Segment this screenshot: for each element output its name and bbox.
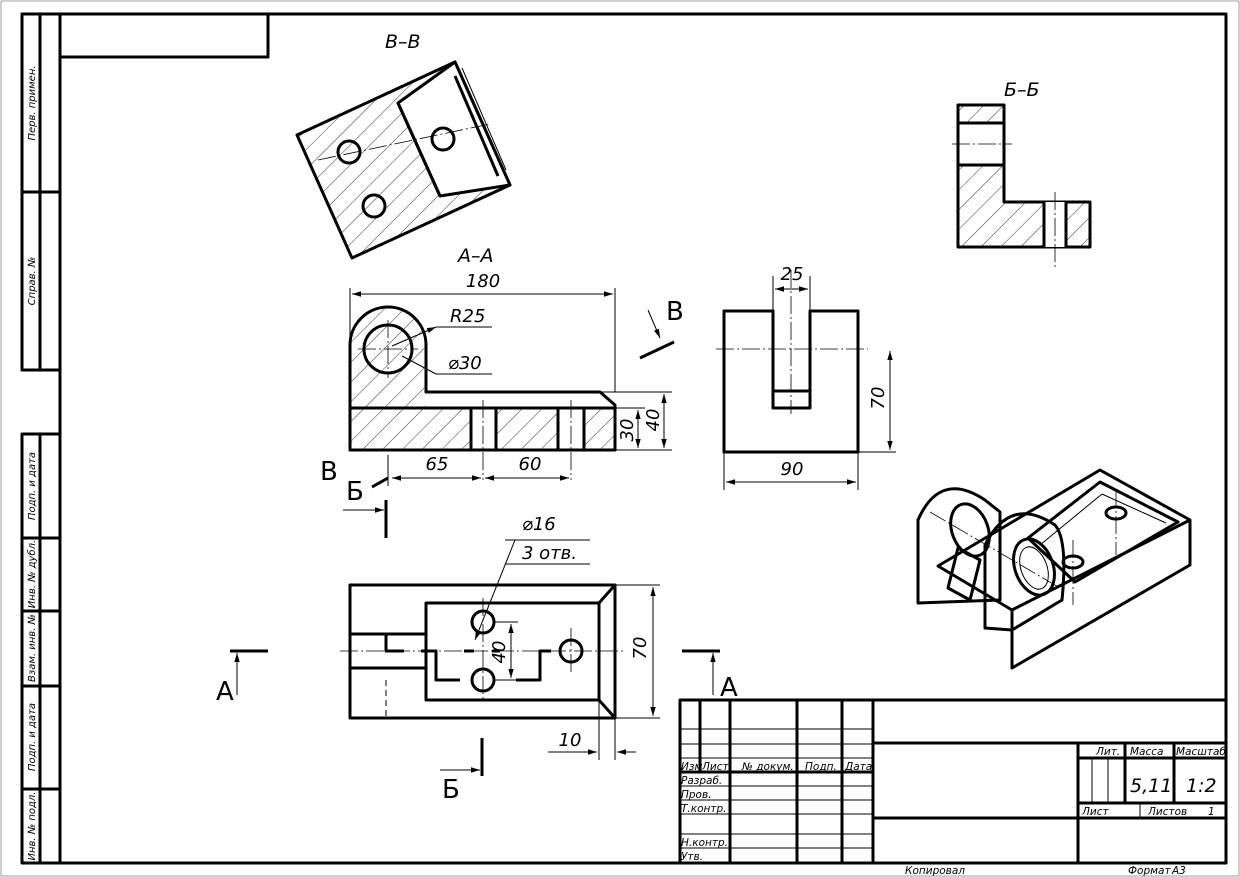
cut-label-b: Б bbox=[442, 775, 460, 805]
tb-header: Дата bbox=[844, 761, 872, 773]
dim-10: 10 bbox=[559, 730, 582, 751]
sheet-footer: Копировал Формат А3 bbox=[905, 865, 1186, 877]
side-stamp-text: Справ. № bbox=[27, 257, 38, 306]
side-view-u: 25 70 90 bbox=[716, 264, 896, 490]
section-aa-view: А–А 180 R25 ⌀30 30 bbox=[348, 245, 672, 486]
tb-sheets-value: 1 bbox=[1208, 806, 1215, 818]
dim-40: 40 bbox=[643, 409, 664, 432]
isometric-view bbox=[916, 468, 1192, 670]
cut-label-v: В bbox=[666, 297, 684, 327]
tb-role: Т.контр. bbox=[681, 803, 727, 815]
section-bb-view: Б–Б bbox=[952, 79, 1092, 268]
footer-format-value: А3 bbox=[1171, 865, 1186, 877]
side-stamp-text: Перв. примен. bbox=[27, 65, 38, 140]
section-aa-label: А–А bbox=[456, 245, 494, 267]
tb-header: Лист bbox=[701, 761, 729, 773]
cut-label-v: В bbox=[320, 457, 338, 487]
title-block: Изм Лист № докум. Подп. Дата Разраб. Про… bbox=[678, 698, 1228, 865]
dim-90: 90 bbox=[781, 459, 804, 480]
cut-label-a: А bbox=[216, 677, 234, 707]
side-stamp-text: Инв. № дубл. bbox=[26, 540, 38, 608]
cut-label-b: Б bbox=[346, 477, 364, 507]
tb-header: Подп. bbox=[805, 761, 837, 773]
footer-format-label: Формат bbox=[1128, 865, 1171, 877]
tb-sheets: Листов bbox=[1147, 806, 1187, 818]
holes-note: 3 отв. bbox=[522, 543, 577, 564]
section-vv-view: В–В bbox=[295, 31, 512, 260]
dim-d16: ⌀16 bbox=[522, 514, 556, 535]
cut-label-a: А bbox=[720, 673, 738, 703]
tb-role: Разраб. bbox=[681, 775, 722, 787]
dim-180: 180 bbox=[466, 271, 500, 292]
cutting-plane-marks: В В Б Б А А bbox=[216, 297, 738, 805]
footer-copied: Копировал bbox=[905, 865, 965, 877]
dim-65: 65 bbox=[426, 454, 449, 475]
side-stamp-text: Подп. и дата bbox=[27, 703, 38, 771]
tb-role: Утв. bbox=[681, 851, 703, 863]
section-vv-label: В–В bbox=[385, 31, 421, 53]
side-stamp-text: Инв. № подл. bbox=[27, 792, 38, 861]
dim-70-plan: 70 bbox=[630, 637, 651, 660]
dim-30: 30 bbox=[617, 419, 638, 442]
tb-scale-value: 1:2 bbox=[1186, 775, 1217, 797]
tb-mass: Масса bbox=[1130, 746, 1163, 758]
side-stamp-text: Подп. и дата bbox=[27, 452, 38, 520]
tb-mass-value: 5,11 bbox=[1130, 775, 1172, 797]
section-bb-label: Б–Б bbox=[1004, 79, 1040, 101]
tb-role: Пров. bbox=[681, 789, 712, 801]
dim-60: 60 bbox=[519, 454, 542, 475]
tb-sheet: Лист bbox=[1081, 806, 1109, 818]
dim-r25: R25 bbox=[450, 306, 485, 327]
dim-d30: ⌀30 bbox=[448, 353, 482, 374]
dim-40-plan: 40 bbox=[489, 641, 510, 664]
side-stamp-column: Перв. примен. Справ. № Подп. и дата Инв.… bbox=[20, 12, 62, 865]
side-stamp-text: Взам. инв. № bbox=[27, 614, 38, 682]
dim-70-front: 70 bbox=[868, 387, 889, 410]
tb-scale: Масштаб bbox=[1176, 746, 1226, 758]
plan-view: ⌀16 3 отв. 40 70 10 bbox=[340, 514, 660, 760]
tb-header: Изм bbox=[681, 761, 702, 773]
dim-slot-25: 25 bbox=[781, 264, 804, 285]
tb-role: Н.контр. bbox=[681, 837, 728, 849]
tb-lit: Лит. bbox=[1095, 746, 1120, 758]
tb-header: № докум. bbox=[741, 761, 794, 773]
